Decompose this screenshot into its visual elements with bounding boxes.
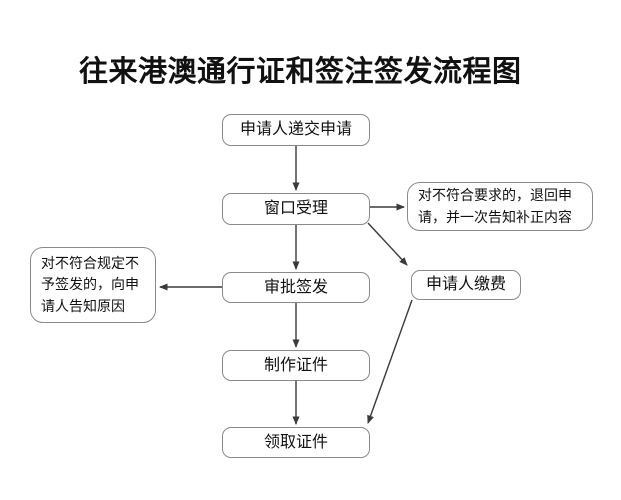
node-submit-application: 申请人递交申请 — [222, 114, 370, 146]
arrow-window-to-pay — [367, 222, 408, 266]
node-produce-document: 制作证件 — [222, 350, 370, 381]
diagram-title: 往来港澳通行证和签注签发流程图 — [79, 56, 522, 88]
node-collect-document: 领取证件 — [222, 427, 370, 458]
node-approval-issuance: 审批签发 — [222, 272, 370, 303]
node-applicant-payment: 申请人缴费 — [411, 270, 521, 300]
node-rejection-reason-note: 对不符合规定不 予签发的，向申 请人告知原因 — [30, 247, 156, 323]
node-return-application-note: 对不符合要求的，退回申 请，并一次告知补正内容 — [407, 182, 593, 231]
node-window-acceptance: 窗口受理 — [222, 193, 370, 225]
arrow-pay-to-collect — [367, 299, 413, 424]
